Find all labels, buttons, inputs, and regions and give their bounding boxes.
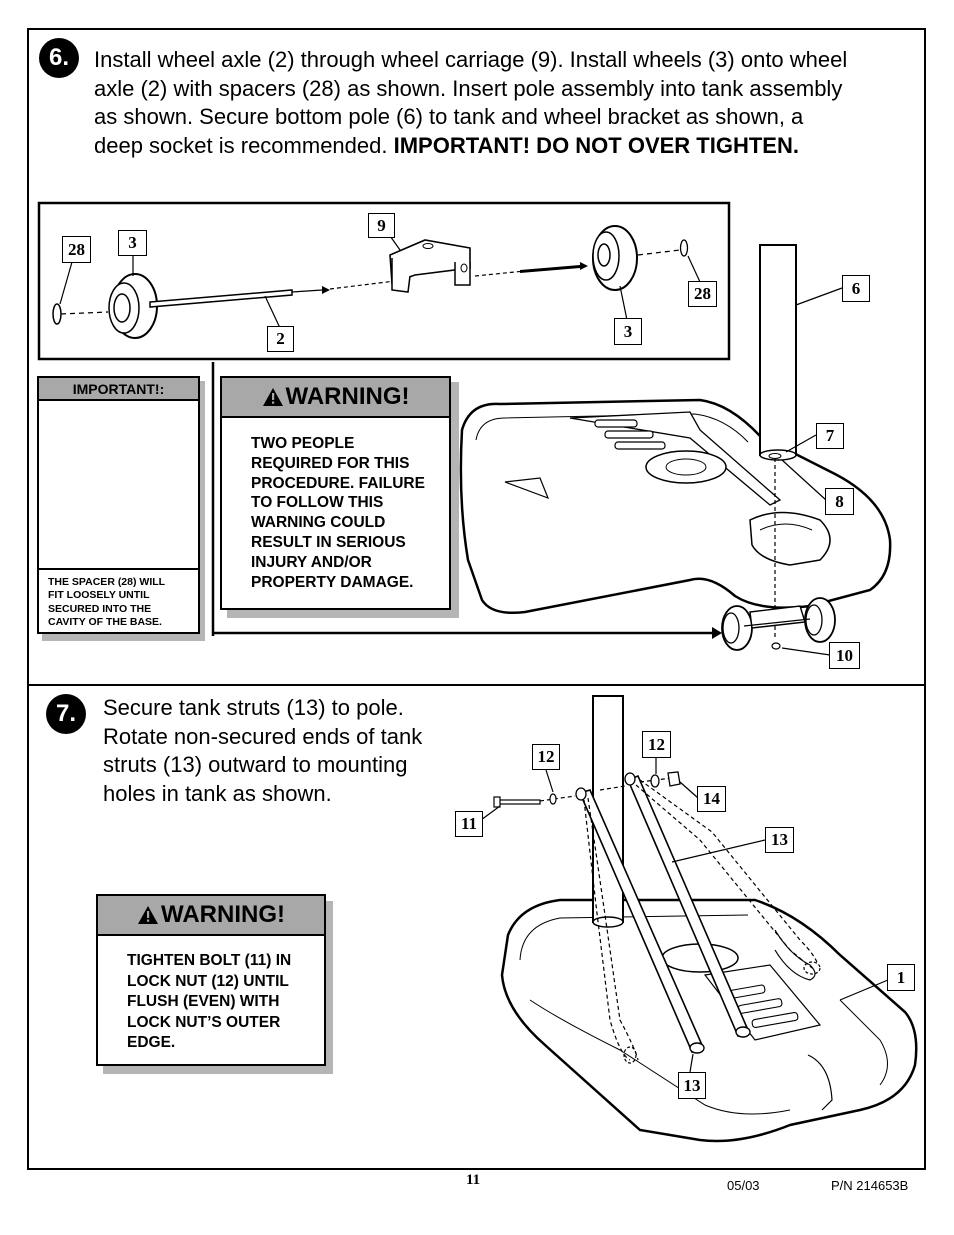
step-7-line: Rotate non-secured ends of tank bbox=[103, 723, 423, 749]
warning-line: PROPERTY DAMAGE. bbox=[251, 573, 414, 591]
step-7-line: Secure tank struts (13) to pole. bbox=[103, 695, 404, 720]
step-7-line: struts (13) outward to mounting bbox=[103, 752, 408, 777]
warning-line: TIGHTEN BOLT (11) IN bbox=[127, 952, 292, 969]
important-note: THE SPACER (28) WILL FIT LOOSELY UNTIL S… bbox=[48, 576, 165, 629]
warning-7-body: TIGHTEN BOLT (11) IN LOCK NUT (12) UNTIL… bbox=[127, 951, 291, 1054]
note-line: CAVITY OF THE BASE. bbox=[48, 615, 162, 628]
important-header: IMPORTANT!: bbox=[39, 378, 198, 401]
important-divider bbox=[39, 568, 198, 570]
warning-6-title: WARNING! bbox=[285, 383, 410, 410]
callout-9: 9 bbox=[368, 213, 395, 238]
page-number: 11 bbox=[466, 1172, 481, 1188]
step-6-line: as shown. Secure bottom pole (6) to tank… bbox=[94, 104, 804, 129]
warning-line: LOCK NUT’S OUTER bbox=[127, 1013, 281, 1031]
step-6-line: Install wheel axle (2) through wheel car… bbox=[94, 47, 848, 72]
warning-line: TWO PEOPLE bbox=[251, 435, 355, 452]
warning-6-body: TWO PEOPLE REQUIRED FOR THIS PROCEDURE. … bbox=[251, 434, 425, 592]
warning-7-header: WARNING! bbox=[98, 896, 324, 936]
callout-10: 10 bbox=[829, 642, 860, 669]
step-6-line: deep socket is recommended. IMPORTANT! D… bbox=[94, 132, 799, 158]
note-line: FIT LOOSELY UNTIL bbox=[48, 589, 150, 602]
warning-line: TO FOLLOW THIS bbox=[251, 494, 384, 512]
callout-28: 28 bbox=[62, 236, 91, 263]
revision-date: 05/03 bbox=[727, 1178, 760, 1193]
page-frame bbox=[27, 28, 926, 1170]
warning-line: EDGE. bbox=[127, 1034, 176, 1052]
part-number: P/N 214653B bbox=[831, 1178, 909, 1193]
callout-1: 1 bbox=[887, 964, 915, 991]
callout-11: 11 bbox=[455, 811, 483, 837]
step-6-badge: 6. bbox=[39, 38, 79, 78]
step-7-instructions: Secure tank struts (13) to pole. Rotate … bbox=[103, 694, 463, 808]
important-panel: IMPORTANT!: THE SPACER (28) WILL FIT LOO… bbox=[37, 376, 200, 634]
warning-line: REQUIRED FOR THIS bbox=[251, 454, 410, 472]
warning-6-header: WARNING! bbox=[222, 378, 449, 418]
warning-line: LOCK NUT (12) UNTIL bbox=[127, 972, 289, 990]
step-7-badge: 7. bbox=[46, 694, 86, 734]
warning-line: FLUSH (EVEN) WITH bbox=[127, 993, 280, 1011]
warning-triangle-icon bbox=[138, 906, 158, 924]
callout-12: 12 bbox=[642, 731, 671, 758]
note-line: THE SPACER (28) WILL bbox=[48, 576, 166, 588]
warning-7-panel: WARNING! TIGHTEN BOLT (11) IN LOCK NUT (… bbox=[96, 894, 326, 1066]
warning-triangle-icon bbox=[262, 388, 283, 406]
callout-6: 6 bbox=[842, 275, 870, 302]
note-line: SECURED INTO THE bbox=[48, 602, 152, 615]
step-7-line: holes in tank as shown. bbox=[103, 780, 332, 806]
callout-3: 3 bbox=[118, 230, 147, 256]
callout-28: 28 bbox=[688, 281, 717, 307]
warning-line: INJURY AND/OR bbox=[251, 553, 372, 571]
warning-7-title: WARNING! bbox=[161, 901, 285, 928]
callout-3: 3 bbox=[614, 318, 642, 345]
step-6-instructions: Install wheel axle (2) through wheel car… bbox=[94, 46, 914, 160]
callout-13: 13 bbox=[765, 827, 794, 853]
callout-14: 14 bbox=[697, 786, 726, 812]
step-6-line: axle (2) with spacers (28) as shown. Ins… bbox=[94, 75, 843, 101]
warning-line: WARNING COULD bbox=[251, 514, 386, 532]
warning-line: RESULT IN SERIOUS bbox=[251, 533, 406, 551]
warning-6-panel: WARNING! TWO PEOPLE REQUIRED FOR THIS PR… bbox=[220, 376, 451, 610]
callout-8: 8 bbox=[825, 488, 854, 515]
step-6-emphasis: IMPORTANT! DO NOT OVER TIGHTEN. bbox=[393, 132, 799, 158]
warning-line: PROCEDURE. FAILURE bbox=[251, 474, 425, 492]
callout-2: 2 bbox=[267, 326, 294, 352]
callout-7: 7 bbox=[816, 423, 844, 449]
callout-12: 12 bbox=[532, 744, 560, 770]
callout-13: 13 bbox=[678, 1072, 706, 1099]
step-divider bbox=[27, 684, 926, 686]
